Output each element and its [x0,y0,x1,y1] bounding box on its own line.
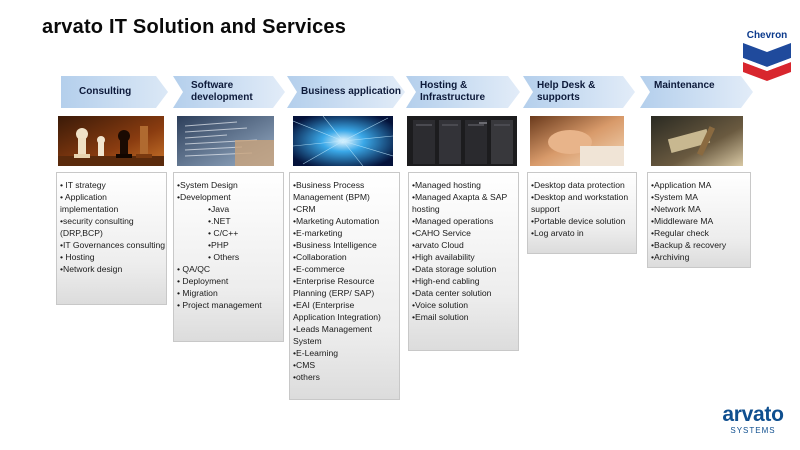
list-item: •E-Learning [293,348,339,358]
arvato-systems-logo: arvato SYSTEMS [713,404,793,436]
photo-tools-desk [651,116,743,166]
list-item: •Desktop and workstation support [531,192,629,214]
arrow-label-hosting-infrastructure: Hosting &Infrastructure [420,80,486,103]
list-item: • Hosting [60,252,95,262]
list-item: •CAHO Service [412,228,471,238]
list-business-application: •Business Process Management (BPM) •CRM … [289,172,400,400]
list-item: • QA/QC [177,264,211,274]
list-item: •Managed Axapta & SAP hosting [412,192,508,214]
list-item: •Network MA [651,204,701,214]
list-item: • Application implementation [60,192,119,214]
list-item: • Migration [177,288,218,298]
list-item: •Application MA [651,180,712,190]
arrow-label-help-desk-supports: Help Desk &supports [537,80,596,103]
list-item: •Regular check [651,228,709,238]
list-item: •High availability [412,252,475,262]
list-item: •.NET [208,216,231,226]
list-item: •Data storage solution [412,264,497,274]
list-item: •Backup & recovery [651,240,727,250]
photo-hand-keyboard [530,116,624,166]
list-item: •Middleware MA [651,216,714,226]
arrow-label-business-application: Business application [301,86,402,97]
arrow-label-maintenance: Maintenance [654,80,715,91]
arrow-help-desk-supports: Help Desk &supports [523,76,635,108]
list-item: •Managed operations [412,216,494,226]
list-item: •High-end cabling [412,276,480,286]
list-item: •E-marketing [293,228,343,238]
arrow-business-application: Business application [287,76,405,108]
list-item: • Others [208,252,240,262]
arvato-logo-subword: SYSTEMS [730,426,776,435]
arrow-maintenance: Maintenance [640,76,753,108]
arrow-label-consulting: Consulting [79,86,132,97]
list-item: •security consulting (DRP,BCP) [60,216,134,238]
arrow-hosting-infrastructure: Hosting &Infrastructure [406,76,520,108]
list-item: •Desktop data protection [531,180,625,190]
list-maintenance: •Application MA •System MA •Network MA •… [647,172,751,268]
list-item: •Managed hosting [412,180,481,190]
list-item: •CMS [293,360,316,370]
chevron-logo-word: Chevron [746,30,788,41]
photo-server-racks [407,116,517,166]
chevron-logo: Chevron [743,30,791,81]
list-item: •CRM [293,204,316,214]
list-item: • C/C++ [208,228,239,238]
list-item: •Leads Management System [293,324,372,346]
list-item: •Business Process Management (BPM) [293,180,370,202]
list-item: • IT strategy [60,180,106,190]
list-item: •Marketing Automation [293,216,380,226]
list-item: •EAI (Enterprise Application Integration… [293,300,381,322]
arrow-consulting: Consulting [61,76,168,108]
chevron-emblem-icon [743,43,791,81]
photo-chess-pieces [58,116,164,166]
arvato-logo-word: arvato [722,403,784,426]
list-item: •Business Intelligence [293,240,377,250]
list-item: •others [293,372,320,382]
list-item: •Log arvato in [531,228,584,238]
list-item: •System MA [651,192,698,202]
list-item: • Project management [177,300,262,310]
photo-code-screen [177,116,274,166]
list-item: •IT Governances consulting [60,240,166,250]
list-item: •Development [177,192,231,202]
list-item: •Collaboration [293,252,347,262]
list-item: •System Design [177,180,238,190]
list-item: •Enterprise Resource Planning (ERP/ SAP) [293,276,375,298]
photo-fiber-optics [292,115,394,167]
list-hosting-infrastructure: •Managed hosting •Managed Axapta & SAP h… [408,172,519,351]
list-help-desk-supports: •Desktop data protection •Desktop and wo… [527,172,637,254]
list-item: •Java [208,204,230,214]
page-title: arvato IT Solution and Services [42,16,347,38]
list-software-development: •System Design •Development •Java •.NET … [173,172,284,342]
list-item: •Archiving [651,252,690,262]
list-item: •Network design [60,264,123,274]
list-item: •Data center solution [412,288,492,298]
list-item: • Deployment [177,276,229,286]
list-item: •Email solution [412,312,469,322]
list-item: •Portable device solution [531,216,626,226]
list-item: •E-commerce [293,264,345,274]
list-item: •arvato Cloud [412,240,464,250]
list-item: •PHP [208,240,229,250]
list-item: •Voice solution [412,300,469,310]
list-consulting: • IT strategy • Application implementati… [56,172,167,305]
